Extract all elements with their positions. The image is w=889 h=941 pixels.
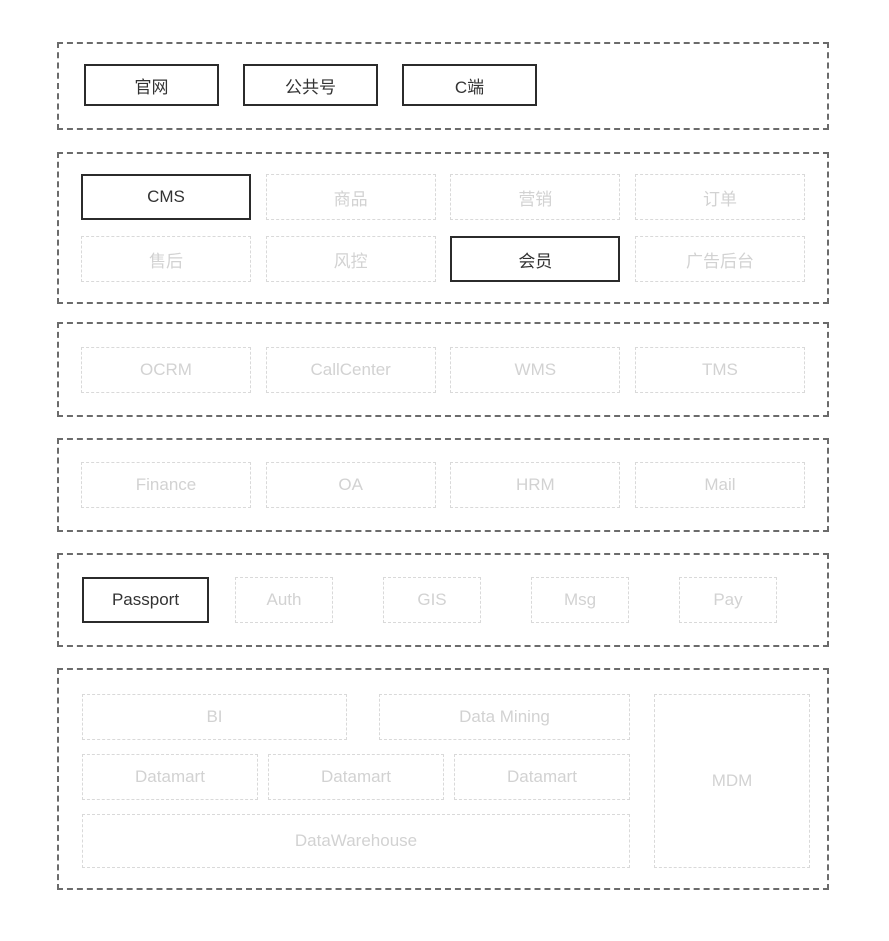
box-hrm: HRM (450, 462, 621, 508)
box-data-mining: Data Mining (379, 694, 630, 740)
platform-layer-container: Passport Auth GIS Msg Pay (57, 553, 829, 647)
box-risk-control: 风控 (265, 236, 436, 282)
data-layer-left-stack: BI Data Mining Datamart Datamart Datamar… (82, 694, 630, 868)
data-row-bi-mining: BI Data Mining (82, 694, 630, 740)
box-public-account: 公共号 (243, 64, 378, 106)
box-datamart-3: Datamart (454, 754, 630, 800)
box-gis: GIS (383, 577, 481, 623)
box-callcenter: CallCenter (265, 346, 436, 393)
data-row-warehouse: DataWarehouse (82, 814, 630, 868)
box-product: 商品 (265, 174, 436, 220)
operation-layer-container: OCRM CallCenter WMS TMS (57, 322, 829, 417)
box-mail: Mail (634, 462, 805, 508)
box-ocrm: OCRM (81, 346, 251, 393)
data-layer-container: BI Data Mining Datamart Datamart Datamar… (57, 668, 829, 890)
box-datamart-2: Datamart (268, 754, 444, 800)
internal-layer-container: Finance OA HRM Mail (57, 438, 829, 532)
box-auth: Auth (235, 577, 333, 623)
business-layer-container: CMS 商品 营销 订单 售后 风控 会员 广告后台 (57, 152, 829, 304)
box-msg: Msg (531, 577, 629, 623)
box-pay: Pay (679, 577, 777, 623)
box-cms: CMS (81, 174, 251, 220)
box-wms: WMS (450, 346, 621, 393)
box-c-client: C端 (402, 64, 537, 106)
box-member: 会员 (450, 236, 621, 282)
box-passport: Passport (82, 577, 209, 623)
box-ad-backend: 广告后台 (634, 236, 805, 282)
box-datawarehouse: DataWarehouse (82, 814, 630, 868)
box-bi: BI (82, 694, 347, 740)
box-marketing: 营销 (450, 174, 621, 220)
data-row-datamarts: Datamart Datamart Datamart (82, 754, 630, 800)
box-mdm: MDM (654, 694, 810, 868)
box-official-website: 官网 (84, 64, 219, 106)
channel-layer-container: 官网 公共号 C端 (57, 42, 829, 130)
box-oa: OA (265, 462, 436, 508)
box-order: 订单 (634, 174, 805, 220)
box-datamart-1: Datamart (82, 754, 258, 800)
box-finance: Finance (81, 462, 251, 508)
box-aftersales: 售后 (81, 236, 251, 282)
box-tms: TMS (634, 346, 805, 393)
